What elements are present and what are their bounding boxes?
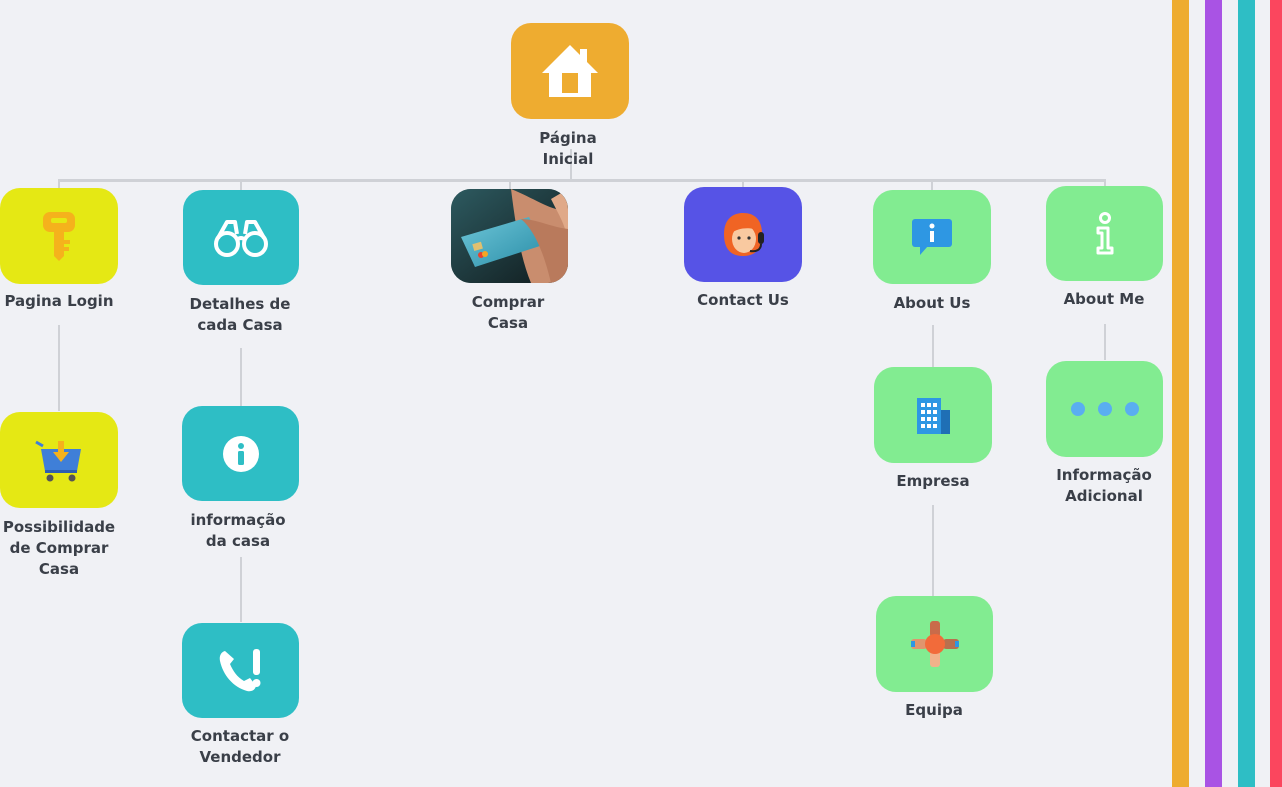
contact-us-label: Contact Us — [697, 291, 789, 309]
connector-trunk — [570, 149, 572, 180]
house-icon — [540, 43, 600, 99]
contact-us-node[interactable] — [684, 187, 802, 282]
connector-about-me — [1104, 180, 1106, 187]
phone-alert-icon — [215, 647, 267, 695]
connector-details — [240, 180, 242, 191]
contact-seller-node[interactable] — [182, 623, 299, 718]
details-label: Detalhes de cada Casa — [189, 295, 291, 334]
credit-card-photo — [451, 189, 568, 283]
company-node[interactable] — [874, 367, 992, 463]
buy-option-node[interactable] — [0, 412, 118, 508]
team-node[interactable] — [876, 596, 993, 692]
connector-info-seller — [240, 557, 242, 622]
connector-buy-house — [509, 180, 511, 189]
office-building-icon — [913, 394, 953, 436]
connector-aboutme-additional — [1104, 324, 1106, 360]
about-me-node[interactable] — [1046, 186, 1163, 281]
connector-horizontal — [58, 179, 1106, 182]
team-label: Equipa — [905, 701, 963, 719]
info-letter-icon — [1093, 211, 1117, 256]
buy-house-label: Comprar Casa — [471, 293, 545, 332]
connector-login-buy — [58, 325, 60, 411]
home-label: Página Inicial — [539, 129, 597, 168]
info-bubble-icon — [910, 217, 954, 257]
more-dots-icon — [1070, 401, 1140, 417]
stripe-orange — [1172, 0, 1189, 787]
additional-info-label: Informação Adicional — [1056, 466, 1152, 505]
home-node[interactable] — [511, 23, 629, 119]
cart-icon — [33, 437, 85, 483]
info-circle-icon — [221, 434, 261, 474]
login-label: Pagina Login — [4, 292, 114, 310]
connector-about-us — [931, 180, 933, 190]
buy-option-label: Possibilidade de Comprar Casa — [2, 518, 116, 578]
login-node[interactable] — [0, 188, 118, 284]
stripe-teal — [1238, 0, 1255, 787]
contact-seller-label: Contactar o Vendedor — [190, 727, 290, 766]
stripe-purple — [1205, 0, 1222, 787]
support-agent-icon — [718, 210, 768, 260]
binoculars-icon — [211, 216, 271, 260]
house-info-label: informação da casa — [190, 511, 286, 550]
team-hands-icon — [909, 619, 961, 669]
connector-aboutus-company — [932, 325, 934, 367]
about-us-label: About Us — [893, 294, 971, 312]
about-me-label: About Me — [1063, 290, 1145, 308]
connector-contact-us — [742, 180, 744, 188]
about-us-node[interactable] — [873, 190, 991, 284]
house-info-node[interactable] — [182, 406, 299, 501]
key-icon — [39, 210, 79, 262]
details-node[interactable] — [183, 190, 299, 285]
company-label: Empresa — [896, 472, 970, 490]
stripe-red — [1270, 0, 1282, 787]
additional-info-node[interactable] — [1046, 361, 1163, 457]
connector-details-info — [240, 348, 242, 406]
connector-login — [58, 180, 60, 189]
connector-company-team — [932, 505, 934, 596]
buy-house-node[interactable] — [451, 189, 568, 283]
